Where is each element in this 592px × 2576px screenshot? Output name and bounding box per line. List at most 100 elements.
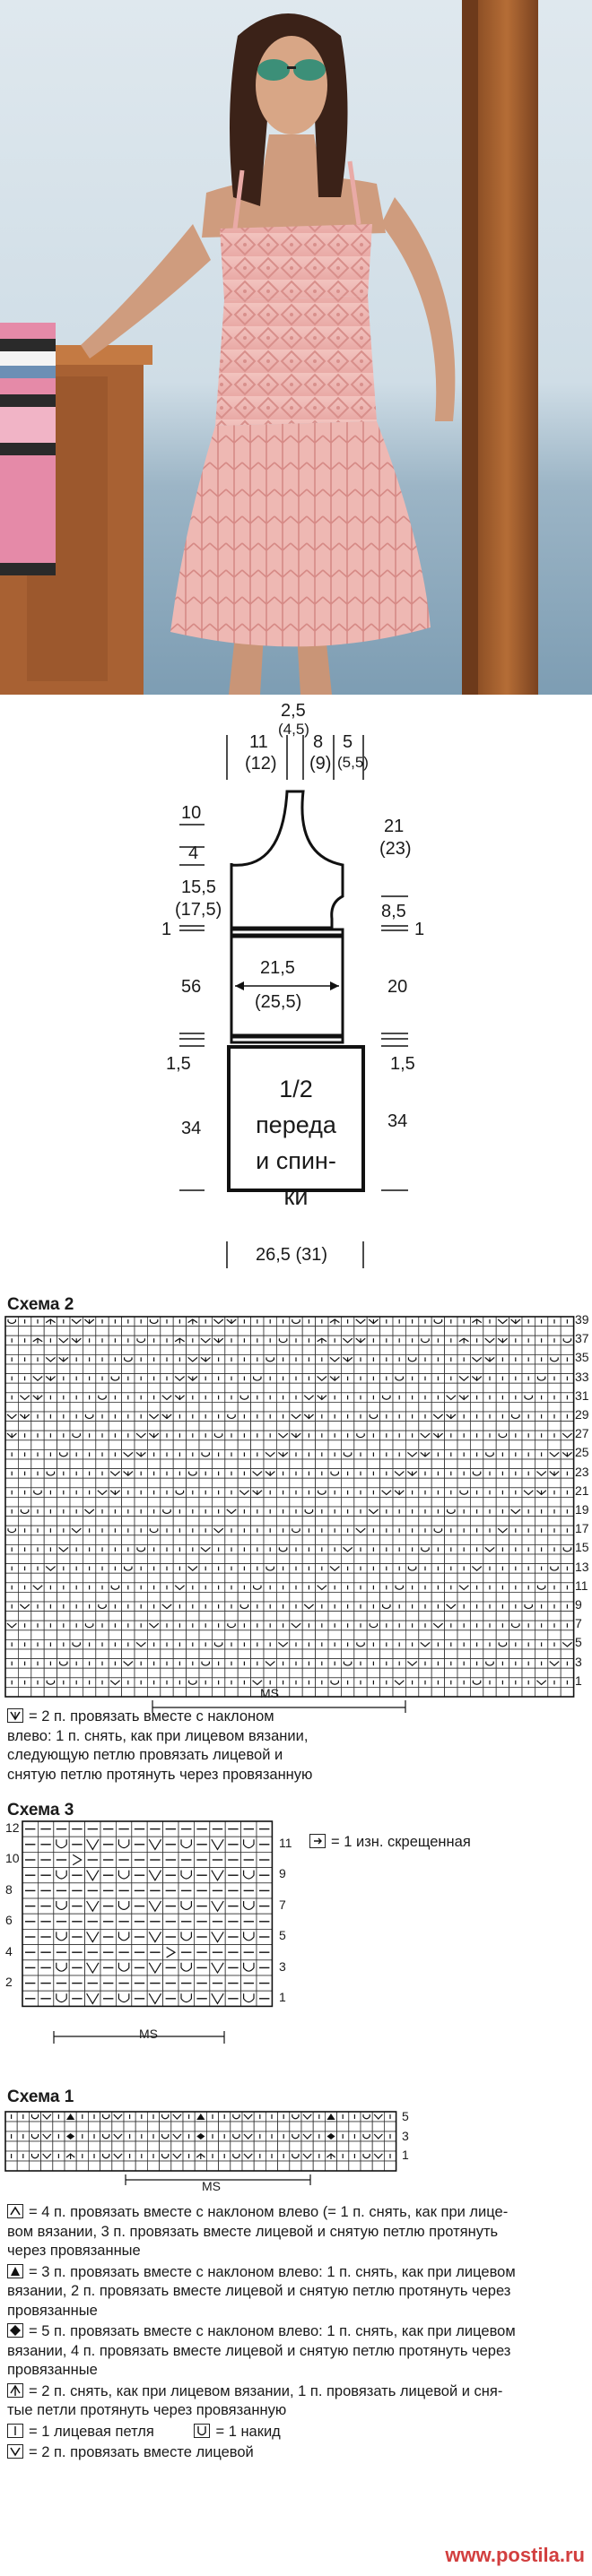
legend-k3tog-left-line-2: вязании, 2 п. провязать вместе лицевой и… [7,2283,511,2299]
chart-cell [198,1344,213,1355]
chart-cell [121,1316,135,1327]
chart-cell [100,1959,117,1976]
chart-cell [38,1929,55,1946]
chart-cell [241,2131,255,2142]
chart-cell [392,1553,406,1565]
chart-cell [470,1363,484,1375]
chart-cell [535,1516,549,1526]
chart-cell [121,1439,135,1450]
chart-cell [253,2150,266,2162]
chart-cell [237,1582,252,1593]
chart-cell [100,2111,113,2122]
chart-cell [57,1572,71,1584]
chart-cell [535,1496,549,1508]
top-dim-strap: 2,5 [281,701,306,721]
chart-cell [509,1516,523,1526]
chart-cell [324,2121,337,2132]
chart-cell [483,1487,497,1498]
chart-cell [95,1335,109,1346]
chart-cell [327,1553,342,1565]
chart-cell [224,1975,241,1992]
chart-cell [560,1430,575,1441]
chart-cell [509,1658,523,1669]
chart-cell [108,1411,122,1422]
chart-cell [57,1344,71,1355]
chart-cell [457,1572,471,1584]
chart-cell [315,1553,329,1565]
chart-cell [560,1667,575,1679]
chart-cell [348,2111,361,2122]
chart-cell [83,1316,97,1327]
chart-cell [509,1458,523,1470]
chart-cell [353,1658,368,1669]
chart-cell [134,1373,148,1384]
chart-cell [230,2111,243,2122]
chart-cell [131,1929,148,1946]
chart-cell [509,1686,523,1698]
chart-cell [198,1316,213,1327]
chart-cell [17,1496,32,1508]
chart-cell [315,1430,329,1441]
chart-cell [218,2121,231,2132]
chart-cell [392,1421,406,1431]
chart-cell [131,1820,148,1837]
chart-cell [38,1913,55,1930]
chart-cell [4,1335,19,1346]
chart-cell [509,1620,523,1631]
chart-cell [115,1913,133,1930]
chart-cell [29,2121,42,2132]
chart-cell [327,1477,342,1489]
chart-cell [172,1477,187,1489]
chart-cell [379,1392,394,1403]
chart-cell [315,1458,329,1470]
chart-cell [83,1468,97,1479]
chart-cell [95,1629,109,1640]
chart-cell [371,2160,385,2172]
chart-cell [218,2131,231,2142]
chart-cell [230,2150,243,2162]
chart-cell [17,1591,32,1603]
chart-cell [198,1392,213,1403]
chart-cell [193,1990,211,2007]
chart-cell [30,1468,45,1479]
chart-cell [418,1658,432,1669]
chart-cell [431,1439,446,1450]
chart-cell [224,1421,239,1431]
chart-cell [108,1335,122,1346]
chart-cell [509,1563,523,1574]
chart-cell [115,1897,133,1915]
chart-cell [265,2160,278,2172]
k2tog-icon [7,2444,23,2459]
chart-cell [121,1496,135,1508]
chart-cell [146,1421,161,1431]
row-number: 1 [402,2148,409,2162]
chart-cell [57,1458,71,1470]
chart-cell [69,1638,83,1650]
row-number: 9 [279,1866,286,1881]
chart-cell [4,1572,19,1584]
chart-cell [64,2131,77,2142]
chart-cell [43,1439,58,1450]
chart-cell [383,2121,396,2132]
chart-cell [431,1477,446,1489]
chart-cell [431,1572,446,1584]
chart-cell [237,1591,252,1603]
row-number: 5 [402,2109,409,2123]
chart-cell [237,1553,252,1565]
chart-cell [224,1316,239,1327]
chart-cell [560,1543,575,1555]
chart-cell [366,1344,381,1355]
chart-cell [146,1591,161,1603]
chart-cell [560,1448,575,1460]
chart-cell [263,1638,277,1650]
chart-cell [289,1439,303,1450]
chart-cell [327,1335,342,1346]
chart-cell [186,1591,200,1603]
chart-cell [379,1316,394,1327]
chart-cell [535,1553,549,1565]
chart-cell [348,2131,361,2142]
chart-cell [237,1392,252,1403]
chart-cell [444,1496,458,1508]
chart-cell [198,1448,213,1460]
chart-cell [209,1820,226,1837]
